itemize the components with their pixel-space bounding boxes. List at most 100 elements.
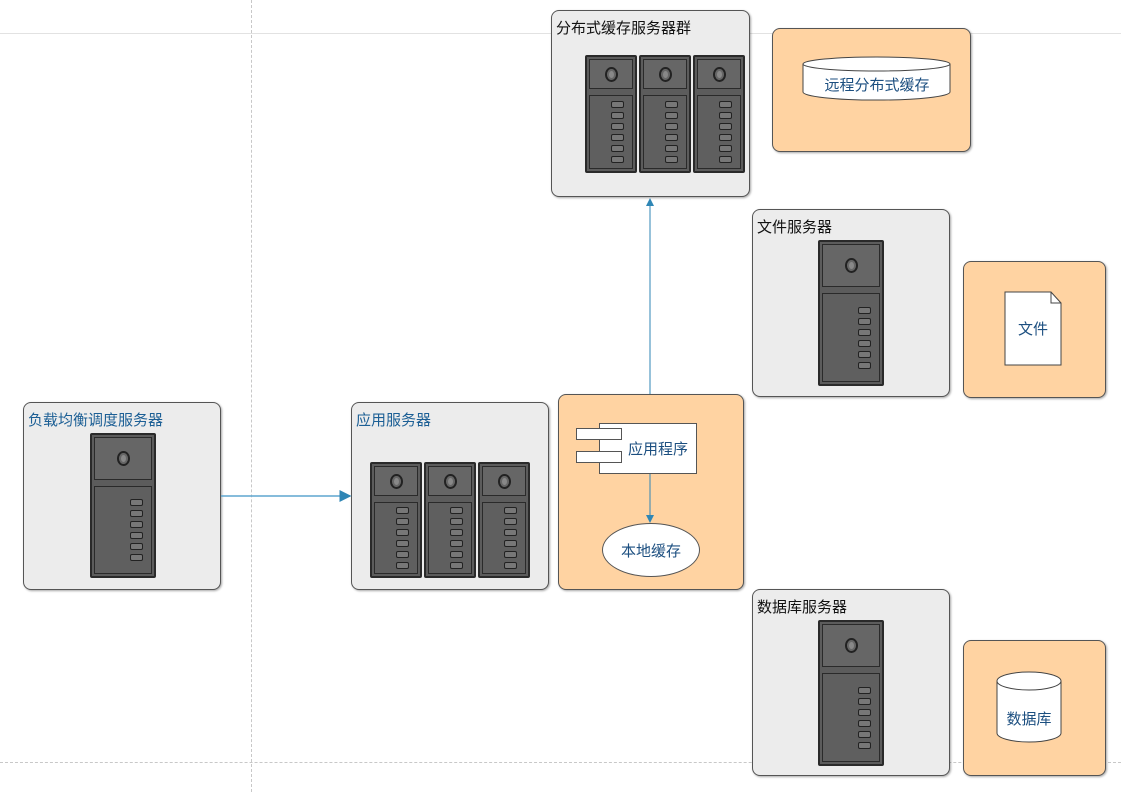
guide-line-bottom <box>0 762 1121 763</box>
drive-bay-icon <box>665 123 678 130</box>
server-rack-icon <box>370 462 530 578</box>
drive-bay-icon <box>450 529 463 536</box>
file-label: 文件 <box>1017 319 1048 338</box>
drive-bay-icon <box>611 156 624 163</box>
power-button-icon <box>658 66 672 82</box>
drive-bay-icon <box>719 112 732 119</box>
drive-bay-icon <box>396 518 409 525</box>
drive-bay-icon <box>504 562 517 569</box>
power-button-icon <box>844 638 858 653</box>
server-drive-panel <box>374 502 418 574</box>
load-balancer-label: 负载均衡调度服务器 <box>28 411 164 429</box>
drive-bay-icon <box>719 156 732 163</box>
server-icon <box>818 620 884 766</box>
server-top-panel <box>428 466 472 496</box>
power-button-icon <box>389 473 403 489</box>
drive-bay-icon <box>858 741 871 749</box>
server-unit <box>585 55 637 173</box>
server-top-panel <box>822 244 880 287</box>
power-button-icon <box>116 451 130 466</box>
drive-bay-icon <box>719 134 732 141</box>
server-unit <box>639 55 691 173</box>
drive-bay-icon <box>665 112 678 119</box>
drive-bay-icon <box>858 708 871 716</box>
drive-bay-icon <box>396 540 409 547</box>
drive-bay-icon <box>719 145 732 152</box>
local-cache-node[interactable]: 本地缓存 <box>602 523 700 577</box>
database-cylinder-icon[interactable] <box>996 671 1062 744</box>
drive-bay-icon <box>130 532 143 539</box>
local-cache-label: 本地缓存 <box>620 541 681 560</box>
drive-bay-icon <box>858 317 871 325</box>
component-port-icon <box>576 451 622 463</box>
drive-bay-icon <box>665 101 678 108</box>
drive-bay-icon <box>396 562 409 569</box>
server-unit <box>693 55 745 173</box>
drive-bay-icon <box>858 686 871 694</box>
drive-bay-icon <box>858 350 871 358</box>
power-button-icon <box>497 473 511 489</box>
drive-bay-icon <box>611 123 624 130</box>
server-drive-panel <box>94 486 152 574</box>
server-unit <box>424 462 476 578</box>
drive-bay-icon <box>504 529 517 536</box>
drive-bay-icon <box>719 101 732 108</box>
power-button-icon <box>443 473 457 489</box>
drive-bay-icon <box>130 521 143 528</box>
drive-bay-icon <box>858 697 871 705</box>
drive-bay-icon <box>665 134 678 141</box>
drive-bay-icon <box>396 529 409 536</box>
drive-bay-icon <box>665 156 678 163</box>
server-unit <box>370 462 422 578</box>
server-top-panel <box>589 59 633 89</box>
server-icon <box>818 240 884 386</box>
drive-bay-icon <box>450 551 463 558</box>
drive-bay-icon <box>130 510 143 517</box>
drive-bay-icon <box>450 540 463 547</box>
power-button-icon <box>712 66 726 82</box>
power-button-icon <box>844 258 858 273</box>
server-top-panel <box>643 59 687 89</box>
drive-bay-icon <box>858 361 871 369</box>
server-unit <box>818 240 884 386</box>
server-drive-panel <box>589 95 633 169</box>
drive-bay-icon <box>858 730 871 738</box>
server-drive-panel <box>822 673 880 762</box>
server-drive-panel <box>643 95 687 169</box>
drive-bay-icon <box>611 101 624 108</box>
drive-bay-icon <box>130 543 143 550</box>
drive-bay-icon <box>858 328 871 336</box>
component-port-icon <box>576 428 622 440</box>
drive-bay-icon <box>858 719 871 727</box>
server-top-panel <box>822 624 880 667</box>
drive-bay-icon <box>450 518 463 525</box>
drive-bay-icon <box>858 339 871 347</box>
file-document-icon[interactable] <box>1004 291 1062 367</box>
drive-bay-icon <box>450 507 463 514</box>
application-label: 应用程序 <box>627 440 688 458</box>
drive-bay-icon <box>130 499 143 506</box>
server-icon <box>90 433 156 578</box>
guide-line-vertical <box>251 0 252 792</box>
drive-bay-icon <box>719 123 732 130</box>
drive-bay-icon <box>611 145 624 152</box>
drive-bay-icon <box>504 507 517 514</box>
app-server-label: 应用服务器 <box>356 411 432 429</box>
server-top-panel <box>482 466 526 496</box>
database-label: 数据库 <box>1006 709 1052 728</box>
drive-bay-icon <box>611 112 624 119</box>
remote-cache-label: 远程分布式缓存 <box>824 75 930 94</box>
drive-bay-icon <box>130 554 143 561</box>
server-drive-panel <box>822 293 880 382</box>
server-unit <box>90 433 156 578</box>
drive-bay-icon <box>611 134 624 141</box>
drive-bay-icon <box>665 145 678 152</box>
drive-bay-icon <box>504 540 517 547</box>
server-rack-icon <box>585 55 745 173</box>
drive-bay-icon <box>858 306 871 314</box>
remote-cache-cylinder-icon[interactable] <box>802 56 952 102</box>
server-drive-panel <box>428 502 472 574</box>
power-button-icon <box>604 66 618 82</box>
drive-bay-icon <box>450 562 463 569</box>
drive-bay-icon <box>396 551 409 558</box>
